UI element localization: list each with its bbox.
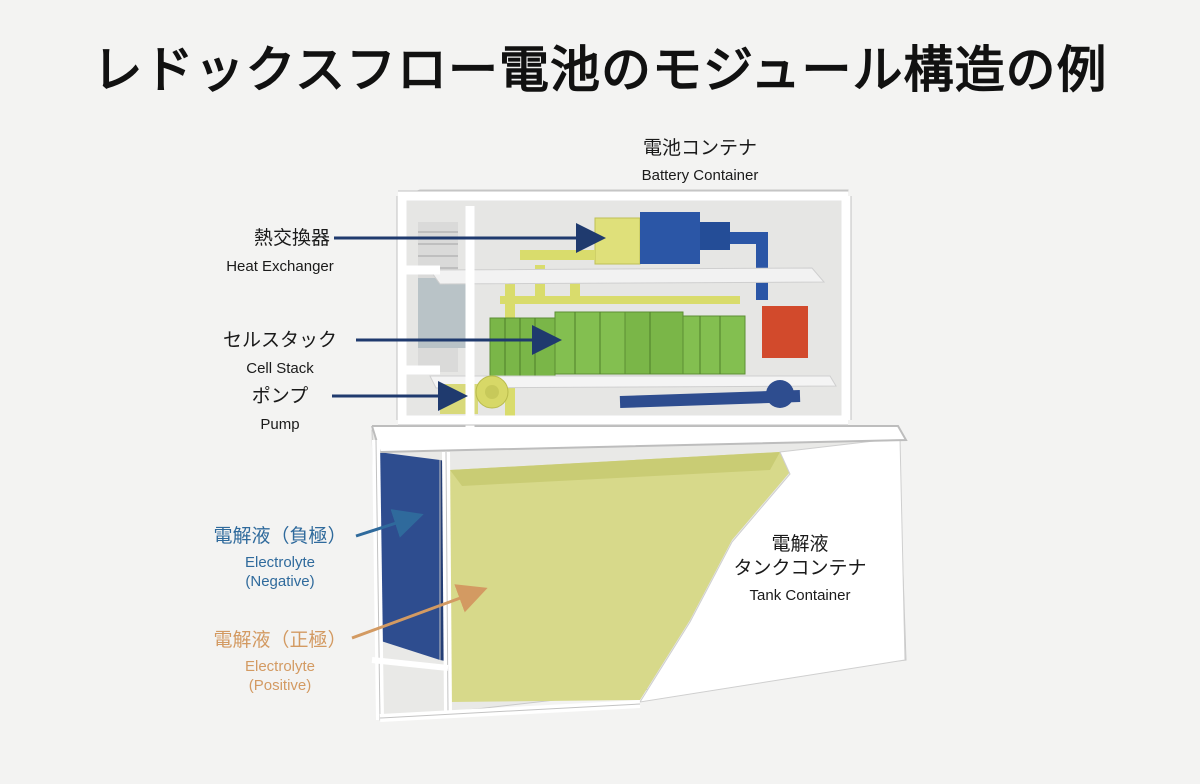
electrolyte-positive-label: 電解液（正極） Electrolyte (Positive) (180, 628, 380, 695)
electrolyte-negative-en-1: Electrolyte (244, 554, 316, 571)
battery-container-jp: 電池コンテナ (642, 137, 757, 159)
battery-container-label: 電池コンテナ Battery Container (600, 136, 800, 185)
pump-en: Pump (260, 416, 300, 433)
cell-stack-jp: セルスタック (222, 329, 337, 351)
electrolyte-negative-label: 電解液（負極） Electrolyte (Negative) (180, 524, 380, 591)
electrolyte-negative-en-2: (Negative) (245, 573, 315, 590)
cell-stack-label: セルスタック Cell Stack (180, 328, 380, 378)
electrolyte-positive-en-1: Electrolyte (244, 658, 316, 675)
tank-container-jp-2: タンクコンテナ (733, 557, 867, 579)
tank-container-en: Tank Container (749, 587, 851, 604)
pump-jp: ポンプ (251, 385, 309, 407)
electrolyte-positive-jp: 電解液（正極） (213, 629, 347, 651)
tank-container-jp-1: 電解液 (771, 533, 829, 555)
heat-exchanger-label: 熱交換器 Heat Exchanger (180, 226, 380, 276)
tank-container-label: 電解液 タンクコンテナ Tank Container (700, 532, 900, 605)
tank-container (371, 425, 908, 722)
cell-stack-en: Cell Stack (246, 360, 314, 377)
negative-electrolyte-tank (378, 452, 440, 660)
page-title: レドックスフロー電池のモジュール構造の例 (92, 41, 1108, 99)
negative-electrolyte-arrow (355, 509, 424, 538)
heat-exchanger-unit (594, 217, 641, 265)
battery-container-en: Battery Container (641, 167, 759, 184)
positive-electrolyte-arrow (351, 584, 488, 640)
electrolyte-negative-jp: 電解液（負極） (213, 525, 347, 547)
heat-exchanger-jp: 熱交換器 (253, 227, 330, 249)
tank-front-panel (638, 437, 906, 703)
heat-exchanger-en: Heat Exchanger (226, 258, 334, 275)
battery-container (396, 189, 852, 440)
positive-electrolyte-tank (450, 452, 790, 702)
electrolyte-positive-en-2: (Positive) (248, 677, 312, 694)
cell-stack-units (489, 311, 746, 377)
pump-label: ポンプ Pump (180, 384, 380, 434)
